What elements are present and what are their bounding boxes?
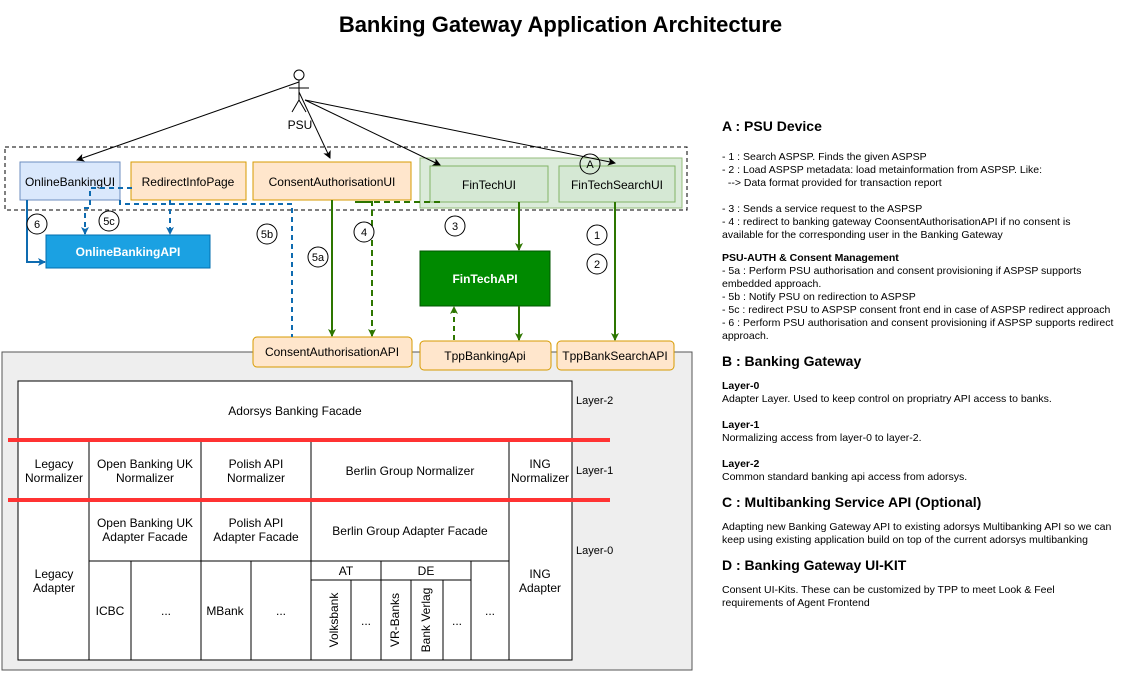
svg-text:FinTechAPI: FinTechAPI bbox=[452, 272, 517, 286]
fintech-ui-box: FinTechUI bbox=[429, 165, 549, 203]
svg-text:TppBankingApi: TppBankingApi bbox=[444, 349, 525, 363]
section-a-title: A : PSU Device bbox=[722, 118, 822, 134]
a-line-6: - 4 : redirect to banking gateway Coonse… bbox=[722, 216, 1071, 241]
layer-0-label: Layer-0 bbox=[576, 545, 613, 557]
redirect-info-page-box: RedirectInfoPage bbox=[130, 161, 247, 201]
psu-auth-line-4: - 6 : Perform PSU authorisation and cons… bbox=[722, 317, 1114, 342]
at-more-adapters: ... bbox=[361, 614, 371, 628]
psu-label: PSU bbox=[288, 118, 313, 132]
tpp-bank-search-api-box: TppBankSearchAPI bbox=[556, 340, 675, 371]
fintech-api-box: FinTechAPI bbox=[419, 250, 551, 307]
svg-text:FinTechSearchUI: FinTechSearchUI bbox=[571, 178, 663, 192]
fintech-search-ui-box: FinTechSearchUI bbox=[558, 165, 676, 203]
layer1-title: Layer-1 bbox=[722, 419, 760, 431]
svg-text:FinTechUI: FinTechUI bbox=[462, 178, 516, 192]
a-line-3: --> Data format provided for transaction… bbox=[722, 177, 942, 189]
marker-3: 3 bbox=[444, 215, 466, 237]
svg-text:ConsentAuthorisationAPI: ConsentAuthorisationAPI bbox=[265, 345, 399, 359]
layer0-text: Adapter Layer. Used to keep control on p… bbox=[722, 393, 1052, 405]
layers-grid bbox=[17, 380, 573, 661]
consent-authorisation-ui-box: ConsentAuthorisationUI bbox=[252, 161, 412, 201]
a-line-2: - 2 : Load ASPSP metadata: load metainfo… bbox=[722, 164, 1043, 176]
berlin-more-adapters: ... bbox=[485, 604, 495, 618]
svg-text:3: 3 bbox=[452, 221, 458, 233]
at-group-label: AT bbox=[339, 564, 354, 578]
de-group-label: DE bbox=[418, 564, 435, 578]
section-d-title: D : Banking Gateway UI-KIT bbox=[722, 557, 907, 573]
svg-text:4: 4 bbox=[361, 227, 367, 239]
marker-5c: 5c bbox=[98, 210, 120, 232]
psu-auth-title: PSU-AUTH & Consent Management bbox=[722, 252, 899, 264]
psu-auth-line-2: - 5b : Notify PSU on redirection to ASPS… bbox=[722, 291, 916, 303]
psu-device-region bbox=[4, 146, 688, 211]
section-b-title: B : Banking Gateway bbox=[722, 353, 862, 369]
online-banking-api-box: OnlineBankingAPI bbox=[45, 234, 211, 269]
marker-5a: 5a bbox=[307, 246, 329, 268]
svg-text:1: 1 bbox=[594, 230, 600, 242]
svg-text:A: A bbox=[586, 159, 594, 171]
svg-text:TppBankSearchAPI: TppBankSearchAPI bbox=[562, 349, 667, 363]
psu-auth-line-1: - 5a : Perform PSU authorisation and con… bbox=[722, 265, 1082, 290]
tpp-banking-api-box: TppBankingApi bbox=[419, 340, 552, 371]
marker-a: A bbox=[579, 153, 601, 175]
marker-6: 6 bbox=[26, 213, 48, 235]
icbc-adapter: ICBC bbox=[96, 604, 125, 618]
description-panel: A : PSU Device - 1 : Search ASPSP. Finds… bbox=[722, 118, 1114, 610]
svg-text:OnlineBankingAPI: OnlineBankingAPI bbox=[76, 245, 181, 259]
svg-text:5c: 5c bbox=[103, 216, 115, 228]
mbank-adapter: MBank bbox=[206, 604, 244, 618]
layer-2-label: Layer-2 bbox=[576, 395, 613, 407]
section-d-text: Consent UI-Kits. These can be customized… bbox=[722, 584, 1055, 609]
polish-more-adapters: ... bbox=[276, 604, 286, 618]
svg-text:RedirectInfoPage: RedirectInfoPage bbox=[142, 175, 235, 189]
svg-text:5b: 5b bbox=[261, 229, 273, 241]
svg-text:2: 2 bbox=[594, 259, 600, 271]
a-line-5: - 3 : Sends a service request to the ASP… bbox=[722, 203, 923, 215]
obuk-more-adapters: ... bbox=[161, 604, 171, 618]
online-banking-ui-box: OnlineBankingUI bbox=[19, 161, 121, 201]
marker-4: 4 bbox=[353, 221, 375, 243]
svg-text:5a: 5a bbox=[312, 252, 325, 264]
consent-authorisation-api-box: ConsentAuthorisationAPI bbox=[252, 336, 413, 368]
svg-text:6: 6 bbox=[34, 219, 40, 231]
vr-banks-adapter: VR-Banks bbox=[388, 593, 402, 647]
svg-text:OnlineBankingUI: OnlineBankingUI bbox=[25, 175, 115, 189]
layer2-title: Layer-2 bbox=[722, 458, 760, 470]
adorsys-banking-facade: Adorsys Banking Facade bbox=[228, 404, 362, 418]
psu-actor-icon bbox=[289, 69, 309, 113]
marker-5b: 5b bbox=[256, 223, 278, 245]
a-line-1: - 1 : Search ASPSP. Finds the given ASPS… bbox=[722, 151, 927, 163]
volksbank-adapter: Volksbank bbox=[327, 592, 341, 648]
berlin-adapter-facade: Berlin Group Adapter Facade bbox=[332, 524, 488, 538]
layer-1-label: Layer-1 bbox=[576, 465, 613, 477]
bank-verlag-adapter: Bank Verlag bbox=[419, 588, 433, 653]
layer1-text: Normalizing access from layer-0 to layer… bbox=[722, 432, 922, 444]
svg-text:ConsentAuthorisationUI: ConsentAuthorisationUI bbox=[269, 175, 396, 189]
layer0-title: Layer-0 bbox=[722, 380, 760, 392]
psu-auth-line-3: - 5c : redirect PSU to ASPSP consent fro… bbox=[722, 304, 1111, 316]
marker-2: 2 bbox=[586, 253, 608, 275]
section-c-title: C : Multibanking Service API (Optional) bbox=[722, 494, 982, 510]
layer2-text: Common standard banking api access from … bbox=[722, 471, 968, 483]
page-title: Banking Gateway Application Architecture bbox=[338, 12, 783, 37]
de-more-adapters: ... bbox=[452, 614, 462, 628]
berlin-normalizer: Berlin Group Normalizer bbox=[346, 464, 475, 478]
section-c-text: Adapting new Banking Gateway API to exis… bbox=[722, 521, 1112, 546]
marker-1: 1 bbox=[586, 224, 608, 246]
